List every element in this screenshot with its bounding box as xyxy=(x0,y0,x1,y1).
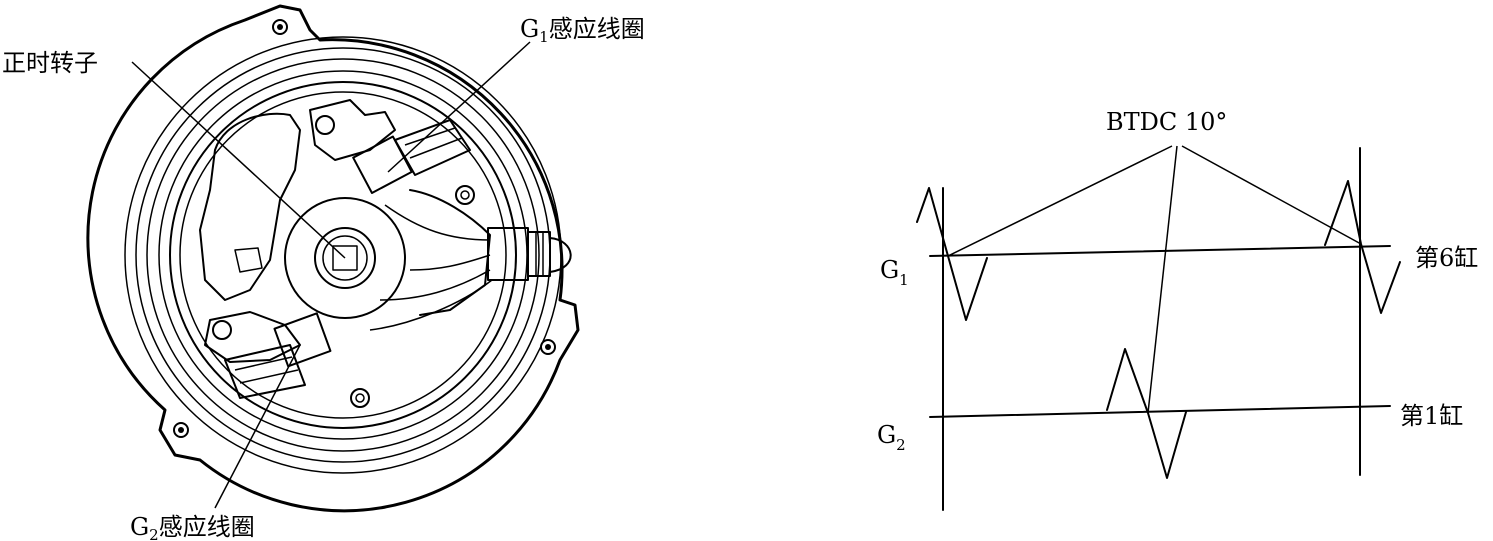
label-g2: G2 xyxy=(877,421,906,454)
g2-pickup-coil xyxy=(204,311,370,408)
wire-harness-1 xyxy=(384,204,491,241)
mount-hole-right xyxy=(540,339,556,355)
connector-block xyxy=(487,227,529,281)
housing-outline xyxy=(86,4,580,513)
wire-harness-2 xyxy=(409,254,491,271)
btdc-pointer-g1-left xyxy=(947,145,1173,257)
g1-pickup-coil xyxy=(309,99,475,205)
mount-hole-left xyxy=(173,422,189,438)
housing-ring-3 xyxy=(146,58,540,452)
housing-ring-6 xyxy=(179,91,507,419)
btdc-pointer-g1-right xyxy=(1181,145,1362,245)
connector-plug xyxy=(527,231,551,277)
mount-hole-right-inner xyxy=(545,344,551,350)
g2-wave xyxy=(1106,348,1187,479)
label-cylinder-1: 第1缸 xyxy=(1400,402,1463,430)
base-plate-notch xyxy=(234,247,263,273)
base-plate-left xyxy=(199,112,301,301)
connector-tip xyxy=(549,237,572,273)
label-g1-coil: G1感应线圈 xyxy=(520,15,645,46)
g2-baseline xyxy=(929,405,1391,418)
label-g1: G1 xyxy=(880,256,909,289)
rotor-hub xyxy=(314,227,376,289)
waveform-diagram xyxy=(916,145,1401,511)
mount-hole-top-inner xyxy=(277,24,283,30)
housing-ring-1 xyxy=(124,36,562,474)
leader-timing-rotor xyxy=(131,61,346,259)
wire-harness-3 xyxy=(379,269,491,301)
g1-baseline xyxy=(929,245,1391,257)
leader-g1-coil xyxy=(387,41,531,173)
distributor-pickup-drawing xyxy=(86,4,580,513)
leader-g2-coil xyxy=(214,344,301,509)
housing-ring-5 xyxy=(169,81,517,429)
rotor-hub-inner xyxy=(322,235,368,281)
rotor-shaft-flat xyxy=(332,245,358,271)
label-btdc: BTDC 10° xyxy=(1106,108,1227,136)
housing-ring-4 xyxy=(158,70,528,440)
btdc-pointer-g2 xyxy=(1147,145,1178,414)
label-g2-coil: G2感应线圈 xyxy=(130,513,255,541)
mount-hole-left-inner xyxy=(178,427,184,433)
wire-harness-4 xyxy=(369,279,493,331)
rotor-outer xyxy=(284,197,406,319)
label-cylinder-6: 第6缸 xyxy=(1415,244,1478,272)
mount-hole-top xyxy=(272,19,288,35)
label-timing-rotor: 正时转子 xyxy=(2,49,98,77)
